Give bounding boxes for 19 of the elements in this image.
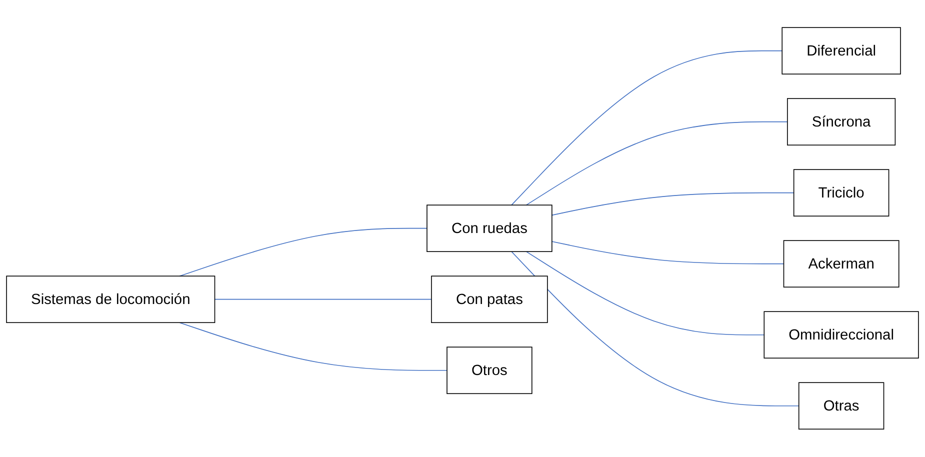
node-box: Otros (446, 346, 532, 394)
connector (179, 322, 448, 371)
node-box: Triciclo (793, 169, 890, 217)
node-box: Con ruedas (426, 204, 552, 252)
node-box: Diferencial (782, 27, 901, 75)
connector (511, 251, 800, 406)
node-box: Síncrona (787, 98, 896, 146)
connector (526, 122, 788, 206)
connector (511, 50, 783, 206)
node-box: Omnidireccional (764, 311, 919, 359)
connector (526, 251, 765, 336)
connector (179, 228, 428, 277)
connector (214, 299, 432, 300)
node-box: Ackerman (783, 240, 900, 288)
connector (552, 192, 794, 216)
node-box: Sistemas de locomoción (6, 276, 216, 324)
node-box: Con patas (431, 276, 548, 324)
node-box: Otras (798, 382, 884, 430)
connector (552, 241, 784, 264)
